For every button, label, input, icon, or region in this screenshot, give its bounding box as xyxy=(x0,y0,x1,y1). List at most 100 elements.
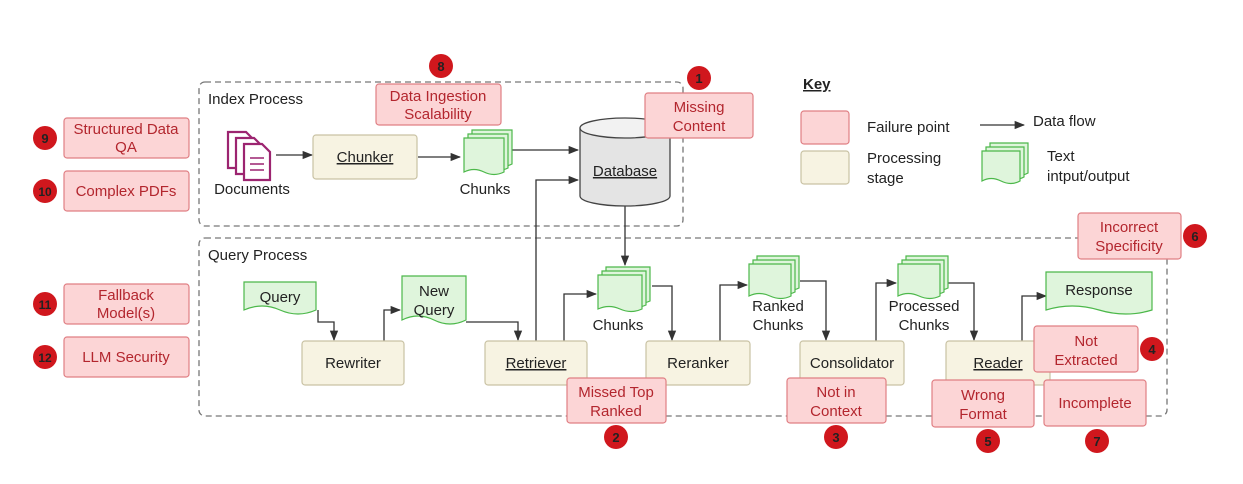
svg-text:4: 4 xyxy=(1148,342,1156,357)
chunker-label: Chunker xyxy=(337,149,394,166)
arrow-chunks-to-reranker xyxy=(652,285,677,342)
index-process-region xyxy=(198,81,684,227)
data-flow-arrows xyxy=(276,120,1048,344)
documents-label: Documents xyxy=(214,181,290,198)
fp12-label-1: LLM Security xyxy=(82,349,170,366)
ranked-chunks-label-2: Chunks xyxy=(753,317,804,334)
fp6-badge: 6 xyxy=(1183,224,1207,248)
fp11-label-1: Fallback xyxy=(98,287,154,304)
key-failure-point-label: Failure point xyxy=(867,119,950,136)
key-processing-stage-label-1: Processing xyxy=(867,150,941,167)
svg-text:8: 8 xyxy=(437,59,444,74)
fp6-label-2: Specificity xyxy=(1095,238,1163,255)
response-doc-shape xyxy=(1045,271,1153,315)
query-chunks-stack xyxy=(597,266,651,313)
svg-text:6: 6 xyxy=(1191,229,1198,244)
fp10-box xyxy=(63,170,190,212)
fp11-label-2: Model(s) xyxy=(97,305,155,322)
fp1-label-1: Missing xyxy=(674,99,725,116)
processed-chunks-stack xyxy=(897,255,949,300)
fp2-label-2: Ranked xyxy=(590,403,642,420)
rewriter-box xyxy=(301,340,405,386)
reranker-box xyxy=(645,340,751,386)
fp7-box xyxy=(1043,379,1147,427)
index-chunks-stack xyxy=(463,129,513,176)
key-processing-stage-label-2: stage xyxy=(867,170,904,187)
svg-text:7: 7 xyxy=(1093,434,1100,449)
ranked-chunks-label-1: Ranked xyxy=(752,298,804,315)
fp12-badge: 12 xyxy=(33,345,57,369)
query-chunks-label: Chunks xyxy=(593,317,644,334)
failure-labels: Missing Content Missed Top Ranked Not in… xyxy=(73,88,1163,423)
fp9-label-2: QA xyxy=(115,139,137,156)
arrow-retriever-to-chunks xyxy=(563,289,598,342)
fp5-label-2: Format xyxy=(959,406,1007,423)
arrow-rankedchunks-to-consolidator xyxy=(800,280,831,342)
key-title: Key xyxy=(803,76,831,93)
svg-text:2: 2 xyxy=(612,430,619,445)
failure-boxes xyxy=(63,83,1182,428)
svg-text:10: 10 xyxy=(38,185,52,199)
new-query-label-1: New xyxy=(419,283,449,300)
svg-text:9: 9 xyxy=(41,131,48,146)
documents-icon xyxy=(226,130,272,182)
reranker-label: Reranker xyxy=(667,355,729,372)
key-text-io-label-2: intput/output xyxy=(1047,168,1130,185)
database-label: Database xyxy=(593,163,657,180)
fp7-badge: 7 xyxy=(1085,429,1109,453)
fp8-label-1: Data Ingestion xyxy=(390,88,487,105)
retriever-label: Retriever xyxy=(506,355,567,372)
index-chunks-label: Chunks xyxy=(460,181,511,198)
key-data-flow-label: Data flow xyxy=(1033,113,1096,130)
arrow-query-to-rewriter xyxy=(317,310,339,342)
query-doc-shape xyxy=(243,281,317,315)
arrow-reader-to-response xyxy=(1021,291,1048,342)
svg-text:5: 5 xyxy=(984,434,991,449)
svg-text:12: 12 xyxy=(38,351,52,365)
retriever-box xyxy=(484,340,588,386)
fp3-label-2: Context xyxy=(810,403,863,420)
fp12-box xyxy=(63,336,190,378)
fp8-label-2: Scalability xyxy=(404,106,472,123)
fp4-label-2: Extracted xyxy=(1054,352,1117,369)
new-query-doc-shape xyxy=(401,275,467,325)
arrow-newquery-to-retriever xyxy=(466,321,523,342)
reader-label: Reader xyxy=(973,355,1022,372)
arrow-consolidator-to-processedchunks xyxy=(875,278,898,342)
arrow-processedchunks-to-reader xyxy=(946,282,979,342)
fp9-box xyxy=(63,117,190,159)
fp10-label-1: Complex PDFs xyxy=(76,183,177,200)
fp2-box xyxy=(566,377,667,424)
fp5-badge: 5 xyxy=(976,429,1000,453)
new-query-label-2: Query xyxy=(414,302,455,319)
arrow-rewriter-to-newquery xyxy=(383,305,402,342)
index-process-title: Index Process xyxy=(208,91,303,108)
processed-chunks-label-1: Processed xyxy=(889,298,960,315)
fp2-label-1: Missed Top xyxy=(578,384,654,401)
svg-text:1: 1 xyxy=(695,71,702,86)
chunker-box xyxy=(312,134,418,180)
fp9-label-1: Structured Data xyxy=(73,121,179,138)
fp6-box xyxy=(1077,212,1182,260)
fp1-badge: 1 xyxy=(687,66,711,90)
fp4-badge: 4 xyxy=(1140,337,1164,361)
ranked-chunks-stack xyxy=(748,255,800,300)
failure-badges: 1 2 3 4 5 6 7 8 9 10 11 12 xyxy=(33,54,1207,453)
query-label: Query xyxy=(260,289,301,306)
svg-text:3: 3 xyxy=(832,430,839,445)
arrow-reranker-to-rankedchunks xyxy=(719,280,749,342)
key-failure-point-swatch xyxy=(800,110,850,145)
fp5-box xyxy=(931,379,1035,428)
key-text-io-label-1: Text xyxy=(1047,148,1075,165)
fp3-box xyxy=(786,377,887,424)
consolidator-label: Consolidator xyxy=(810,355,894,372)
fp6-label-1: Incorrect xyxy=(1100,219,1159,236)
response-label: Response xyxy=(1065,282,1133,299)
fp3-badge: 3 xyxy=(824,425,848,449)
fp10-badge: 10 xyxy=(33,179,57,203)
key-processing-stage-swatch xyxy=(800,150,850,185)
fp4-box xyxy=(1033,325,1139,373)
svg-text:11: 11 xyxy=(39,298,52,312)
query-process-title: Query Process xyxy=(208,247,307,264)
